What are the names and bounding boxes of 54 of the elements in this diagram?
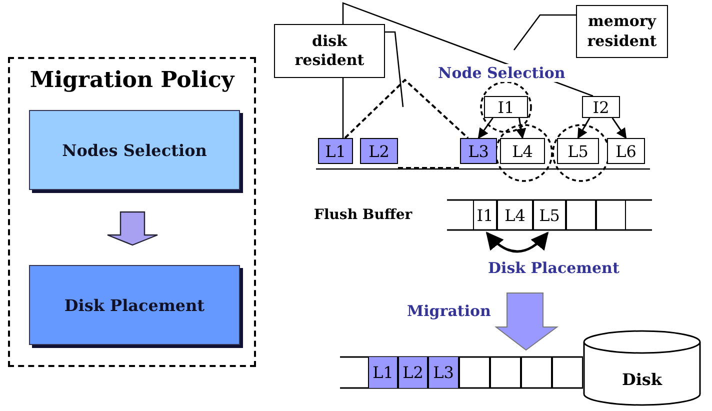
empty-slot — [566, 200, 596, 230]
arrow — [577, 118, 590, 139]
tree-node — [484, 96, 528, 118]
arrow — [516, 118, 526, 140]
node-label: I1 — [476, 206, 494, 224]
buffer-slot — [428, 357, 459, 388]
leader-line — [513, 14, 576, 50]
node-label: L1 — [325, 142, 346, 160]
process-box — [29, 265, 240, 345]
node-label: L1 — [372, 363, 394, 382]
buffer-slot — [368, 357, 398, 388]
arrow — [612, 118, 627, 139]
arrow — [478, 118, 494, 139]
node-label: L6 — [616, 142, 636, 160]
tree-node — [607, 138, 645, 164]
arrow — [486, 232, 549, 253]
annotation-label: Node Selection — [437, 64, 566, 82]
group-title: Migration Policy — [30, 67, 234, 93]
node-label: Disk — [622, 370, 662, 388]
tree-node — [460, 138, 497, 164]
node-label: L3 — [468, 142, 489, 160]
node-label: I1 — [498, 98, 514, 116]
node-label: I2 — [592, 98, 610, 116]
buffer-slot — [497, 200, 533, 230]
node-label: L3 — [433, 363, 454, 382]
node-label: L4 — [512, 142, 533, 160]
buffer-slot — [398, 357, 428, 388]
callout-box — [576, 5, 668, 58]
block-arrow — [106, 211, 158, 246]
empty-slot — [596, 200, 626, 230]
node-label: disk resident — [294, 32, 366, 70]
tree-node — [500, 138, 545, 164]
node-label: L2 — [368, 142, 390, 160]
empty-slot — [490, 357, 521, 388]
buffer-slot — [473, 200, 497, 230]
tree-node — [318, 138, 353, 164]
group-box — [8, 57, 256, 367]
node-label: L2 — [402, 363, 424, 382]
node-label: memory resident — [586, 12, 658, 51]
disk-cylinder — [583, 330, 701, 406]
callout-box — [274, 24, 385, 78]
tree-node — [557, 138, 599, 164]
process-box — [29, 110, 240, 190]
node-label: L5 — [568, 142, 588, 160]
tree-node — [582, 96, 620, 118]
annotation-label: Migration — [406, 302, 492, 320]
node-label: L5 — [539, 206, 560, 224]
tree-node — [360, 138, 398, 164]
empty-slot — [521, 357, 552, 388]
node-label: Disk Placement — [64, 296, 205, 314]
node-label: L4 — [504, 206, 526, 224]
leader-line — [385, 31, 404, 108]
node-label: Nodes Selection — [62, 140, 207, 160]
buffer-slot — [533, 200, 566, 230]
